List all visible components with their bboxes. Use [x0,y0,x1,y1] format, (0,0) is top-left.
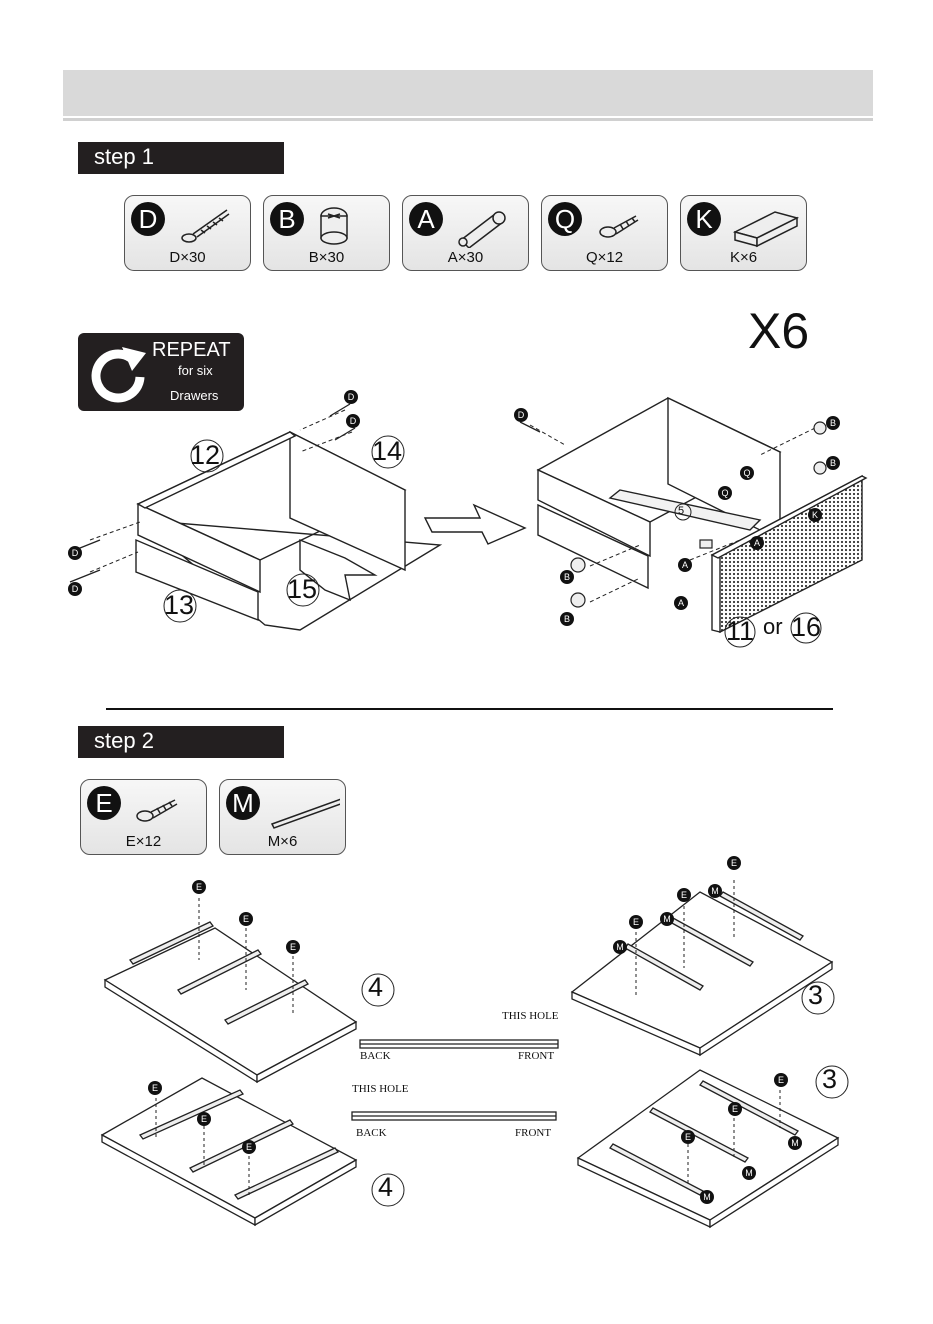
or-label: or [763,614,783,640]
callout-k: K [808,508,822,522]
callout-m: M [700,1190,714,1204]
cam-lock-icon [700,540,712,548]
cam-lock-icon [571,593,585,607]
step-1-label: step 1 [78,142,284,174]
panel-number-4: 4 [378,1172,393,1203]
callout-e: E [774,1073,788,1087]
screw-icon [175,204,245,248]
cam-lock-icon [814,462,826,474]
step-2-diagram [0,860,933,1230]
rail-front-label: FRONT [518,1050,554,1062]
callout-q: Q [718,486,732,500]
cam-bolt-icon [453,204,523,248]
part-qty: Q×12 [542,249,667,266]
callout-q: Q [740,466,754,480]
header-bar [63,70,873,116]
part-card-k: K K×6 [680,195,807,271]
rail-back-label: BACK [356,1127,387,1139]
callout-e: E [728,1102,742,1116]
callout-e: E [192,880,206,894]
part-qty: M×6 [220,833,345,850]
screw-icon [592,204,662,248]
callout-a: A [674,596,688,610]
rail-back-label: BACK [360,1050,391,1062]
rail-front-label: FRONT [515,1127,551,1139]
panel-number-4: 4 [368,972,383,1003]
part-qty: E×12 [81,833,206,850]
callout-b: B [826,416,840,430]
cam-lock-icon [314,204,384,248]
callout-e: E [727,856,741,870]
cam-lock-icon [571,558,585,572]
repeat-title: REPEAT [152,339,231,362]
callout-e: E [286,940,300,954]
panel-number-3: 3 [808,980,823,1011]
callout-e: E [148,1081,162,1095]
bracket-icon [731,204,801,248]
callout-m: M [708,884,722,898]
screw-icon [131,788,201,832]
callout-a: A [678,558,692,572]
callout-b: B [826,456,840,470]
multiplier-label: X6 [748,302,809,360]
part-qty: K×6 [681,249,806,266]
part-card-e: E E×12 [80,779,207,855]
repeat-subtitle-1: for six [178,363,213,378]
header-rule [63,118,873,121]
part-card-m: M M×6 [219,779,346,855]
panel-number-3: 3 [822,1064,837,1095]
panel-number-11: 11 [726,616,754,647]
callout-d: D [68,546,82,560]
panel-number-5: 5 [678,505,684,517]
panel-number-16: 16 [791,612,821,643]
callout-m: M [788,1136,802,1150]
callout-e: E [242,1140,256,1154]
part-card-d: D D×30 [124,195,251,271]
part-letter: A [409,202,443,236]
part-qty: B×30 [264,249,389,266]
part-letter: E [87,786,121,820]
panel-number-12: 12 [190,440,220,471]
callout-b: B [560,570,574,584]
step-2-label: step 2 [78,726,284,758]
callout-d: D [68,582,82,596]
rail-icon [270,788,340,832]
callout-m: M [742,1166,756,1180]
callout-d: D [346,414,360,428]
callout-b: B [560,612,574,626]
part-letter: D [131,202,165,236]
part-letter: K [687,202,721,236]
part-card-a: A A×30 [402,195,529,271]
part-qty: D×30 [125,249,250,266]
section-divider [106,708,833,710]
callout-e: E [239,912,253,926]
callout-m: M [660,912,674,926]
panel-number-15: 15 [287,574,317,605]
callout-a: A [750,536,764,550]
panel-number-13: 13 [164,590,194,621]
part-qty: A×30 [403,249,528,266]
callout-e: E [629,915,643,929]
callout-e: E [677,888,691,902]
part-card-q: Q Q×12 [541,195,668,271]
panel-number-14: 14 [372,436,402,467]
callout-m: M [613,940,627,954]
part-letter: Q [548,202,582,236]
part-letter: B [270,202,304,236]
part-card-b: B B×30 [263,195,390,271]
callout-d: D [344,390,358,404]
rail-hole-label: THIS HOLE [352,1083,409,1095]
part-letter: M [226,786,260,820]
callout-d: D [514,408,528,422]
rail-hole-label: THIS HOLE [502,1010,559,1022]
cam-lock-icon [814,422,826,434]
callout-e: E [681,1130,695,1144]
callout-e: E [197,1112,211,1126]
